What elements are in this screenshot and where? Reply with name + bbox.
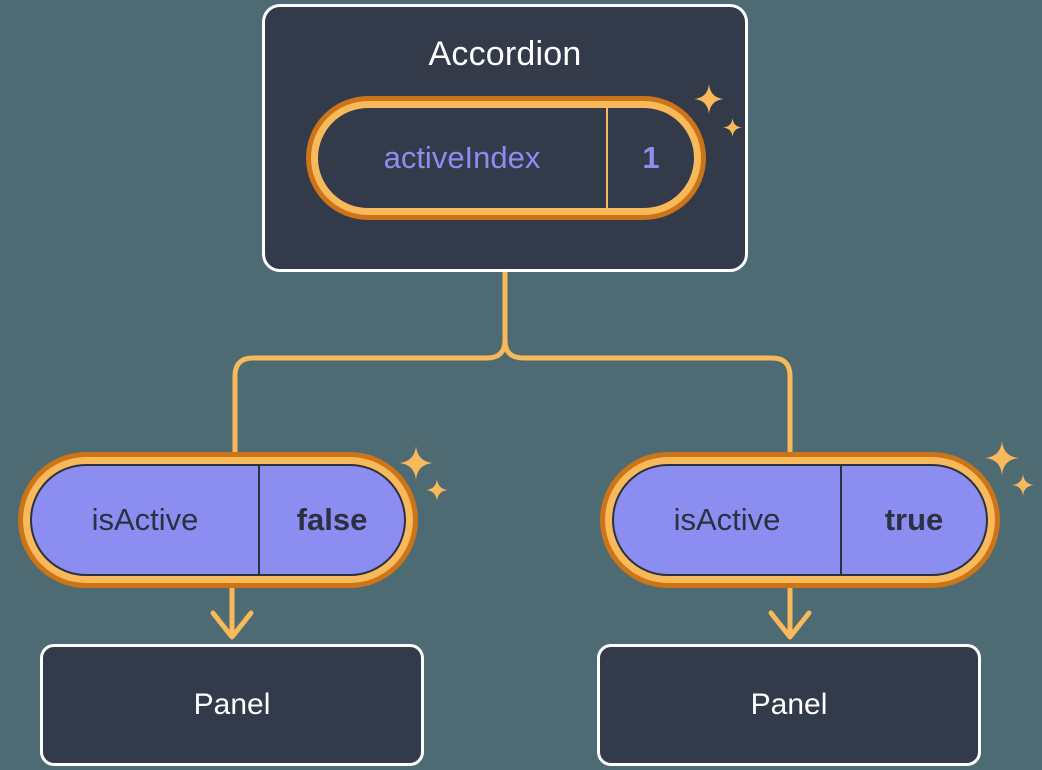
prop-pill-ring: isActive false	[23, 457, 413, 583]
prop-pill-is-active-true[interactable]: isActive true	[600, 452, 1000, 588]
panel-left-title: Panel	[193, 688, 271, 721]
prop-pill-key: isActive	[614, 466, 842, 574]
sparkle-icon	[985, 441, 1019, 475]
state-pill-value: 1	[642, 140, 660, 175]
prop-pill-value: false	[296, 502, 368, 537]
state-pill-active-index[interactable]: activeIndex 1	[306, 96, 706, 220]
component-node-panel-left[interactable]: Panel	[40, 644, 424, 766]
panel-right-title: Panel	[750, 688, 828, 721]
prop-pill-body: isActive false	[30, 464, 406, 576]
prop-pill-key: isActive	[32, 466, 260, 574]
prop-pill-is-active-false[interactable]: isActive false	[18, 452, 418, 588]
arrow-right-pill-to-panel	[768, 588, 812, 640]
sparkle-icon	[399, 446, 433, 480]
component-node-panel-right[interactable]: Panel	[597, 644, 981, 766]
state-pill-key: activeIndex	[318, 108, 608, 208]
state-pill-ring: activeIndex 1	[311, 101, 701, 215]
prop-pill-value: true	[884, 502, 944, 537]
prop-pill-ring: isActive true	[605, 457, 995, 583]
prop-pill-body: isActive true	[612, 464, 988, 576]
state-pill-body: activeIndex 1	[318, 108, 694, 208]
connector-accordion-to-children	[502, 269, 793, 455]
arrow-left-pill-to-panel	[210, 588, 254, 640]
connector-accordion-to-left-child	[232, 337, 508, 455]
sparkle-icon	[426, 479, 448, 501]
sparkle-icon	[1012, 474, 1034, 496]
accordion-title: Accordion	[428, 35, 582, 73]
